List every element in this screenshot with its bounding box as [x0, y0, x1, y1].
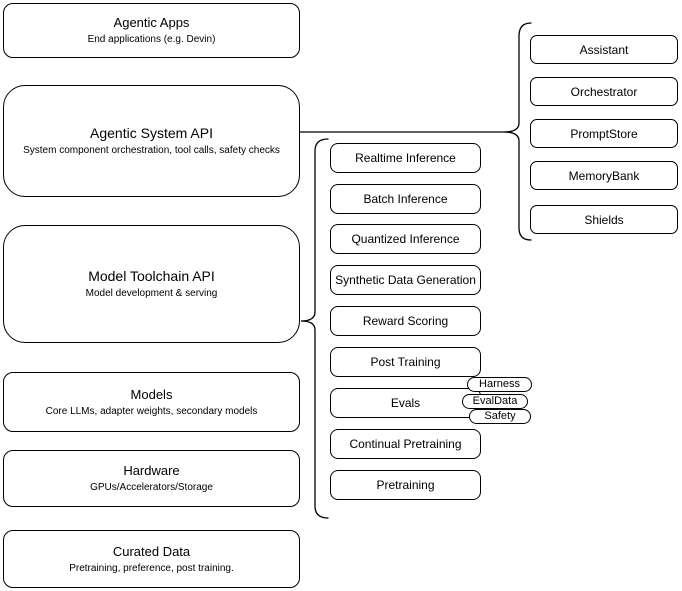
node-promptstore: PromptStore [530, 119, 678, 148]
node-hardware: Hardware GPUs/Accelerators/Storage [3, 450, 300, 507]
node-label: Post Training [370, 355, 441, 369]
node-title: Agentic System API [90, 125, 213, 141]
node-title: Models [130, 386, 173, 402]
node-label: MemoryBank [568, 168, 640, 183]
badge-label: Harness [479, 378, 520, 390]
node-label: Evals [390, 396, 421, 410]
node-memorybank: MemoryBank [530, 161, 678, 190]
badge-safety: Safety [469, 409, 531, 424]
node-label: Orchestrator [570, 84, 638, 99]
node-batch-inference: Batch Inference [330, 184, 481, 214]
node-shields: Shields [530, 205, 678, 234]
badge-harness: Harness [467, 377, 532, 392]
node-subtitle: Core LLMs, adapter weights, secondary mo… [45, 405, 258, 417]
node-subtitle: System component orchestration, tool cal… [23, 145, 280, 156]
toolchain-components-bracket [300, 138, 329, 519]
node-subtitle: GPUs/Accelerators/Storage [90, 482, 213, 493]
node-pretraining: Pretraining [330, 470, 481, 500]
node-quantized-inference: Quantized Inference [330, 224, 481, 254]
node-subtitle: End applications (e.g. Devin) [87, 34, 216, 45]
node-reward-scoring: Reward Scoring [330, 306, 481, 336]
node-label: Continual Pretraining [349, 437, 462, 451]
node-label: Quantized Inference [351, 232, 460, 246]
node-label: Synthetic Data Generation [335, 273, 476, 287]
node-realtime-inference: Realtime Inference [330, 143, 481, 173]
node-evals: Evals [330, 388, 481, 418]
node-title: Model Toolchain API [88, 268, 215, 284]
node-agentic-apps: Agentic Apps End applications (e.g. Devi… [3, 3, 300, 58]
node-orchestrator: Orchestrator [530, 77, 678, 106]
node-model-toolchain-api: Model Toolchain API Model development & … [3, 225, 300, 343]
node-label: Assistant [579, 42, 629, 57]
node-label: Realtime Inference [355, 151, 456, 165]
node-label: Pretraining [376, 478, 435, 492]
node-models: Models Core LLMs, adapter weights, secon… [3, 372, 300, 432]
node-agentic-system-api: Agentic System API System component orch… [3, 85, 300, 197]
badge-label: EvalData [472, 395, 518, 407]
system-components-bracket [503, 22, 532, 241]
node-subtitle: Model development & serving [85, 288, 218, 299]
badge-evaldata: EvalData [462, 394, 528, 409]
node-title: Hardware [123, 463, 180, 478]
node-label: PromptStore [570, 126, 638, 141]
node-subtitle: Pretraining, preference, post training. [69, 562, 234, 574]
node-curated-data: Curated Data Pretraining, preference, po… [3, 530, 300, 588]
node-label: Shields [584, 212, 624, 227]
node-synthetic-data-generation: Synthetic Data Generation [330, 265, 481, 295]
node-label: Batch Inference [363, 192, 448, 206]
node-label: Reward Scoring [362, 314, 449, 328]
node-title: Agentic Apps [113, 15, 190, 30]
node-title: Curated Data [112, 543, 191, 559]
node-assistant: Assistant [530, 35, 678, 64]
node-continual-pretraining: Continual Pretraining [330, 429, 481, 459]
badge-label: Safety [484, 410, 516, 422]
node-post-training: Post Training [330, 347, 481, 377]
